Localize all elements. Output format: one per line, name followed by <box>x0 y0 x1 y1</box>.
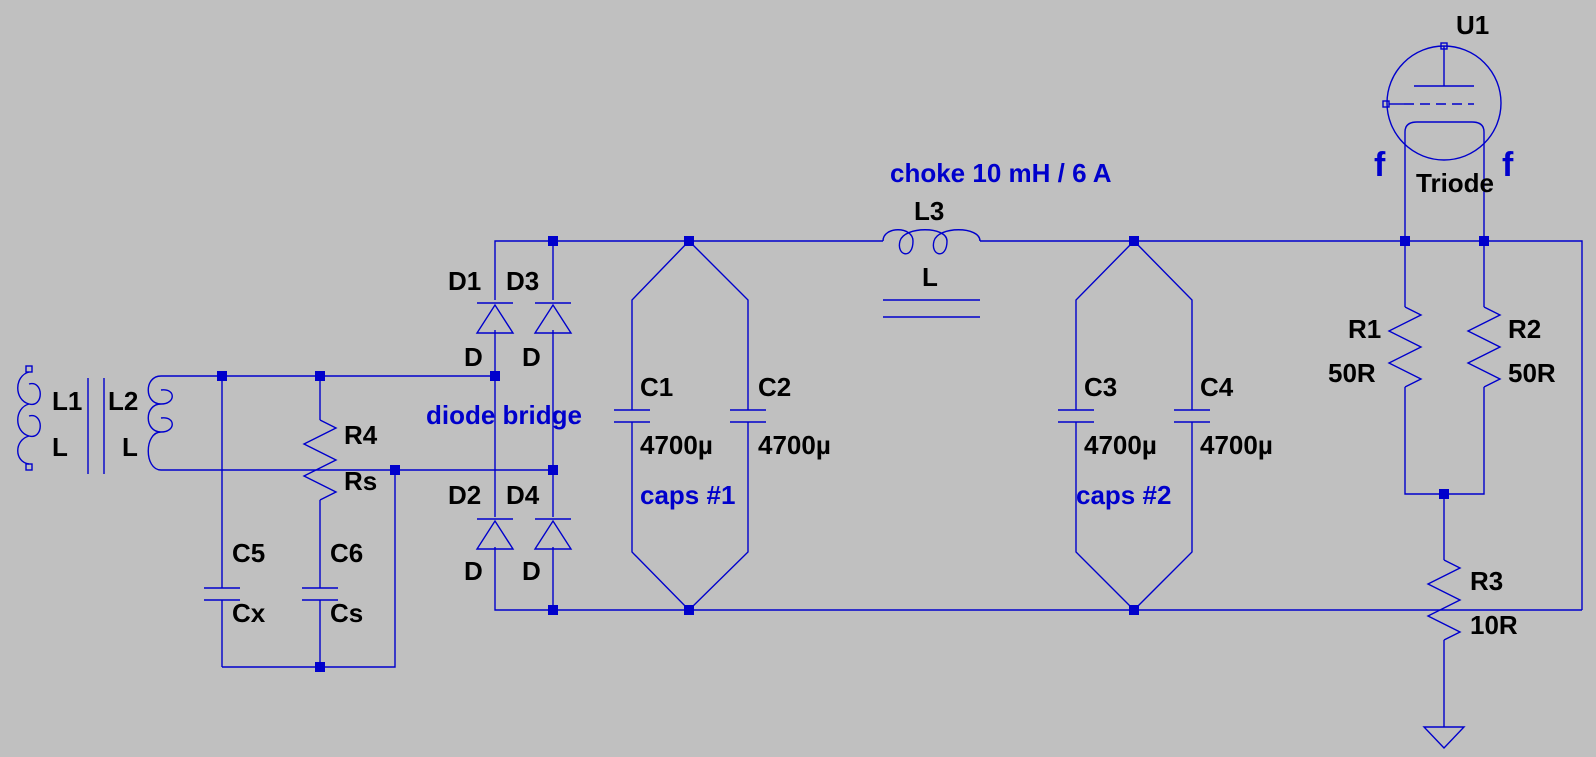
u1-triode[interactable] <box>1382 42 1502 241</box>
l1-terminal-bottom <box>25 463 33 471</box>
c3-capacitor[interactable] <box>1058 409 1094 423</box>
c5-capacitor[interactable] <box>204 587 240 601</box>
input-wires <box>161 375 553 668</box>
triode-grid-pin <box>1382 100 1390 108</box>
c1-capacitor[interactable] <box>614 409 650 423</box>
u1-name-label: U1 <box>1456 10 1489 40</box>
c2-value-label: 4700µ <box>758 430 831 460</box>
d1-diode[interactable] <box>475 302 515 334</box>
r4-name-label: R4 <box>344 420 378 450</box>
r3-name-label: R3 <box>1470 566 1503 596</box>
triode-filament <box>1404 121 1485 241</box>
r2-resistor[interactable] <box>1466 306 1502 388</box>
c1-value-label: 4700µ <box>640 430 713 460</box>
junction-dots <box>217 236 1489 672</box>
caps2-annotation: caps #2 <box>1076 480 1171 510</box>
c4-capacitor[interactable] <box>1174 409 1210 423</box>
l2-name-label: L2 <box>108 386 138 416</box>
l2-coil <box>147 375 173 471</box>
c4-name-label: C4 <box>1200 372 1234 402</box>
r1-resistor[interactable] <box>1387 306 1423 388</box>
rail-wires <box>553 240 1583 611</box>
c6-name-label: C6 <box>330 538 363 568</box>
c6-value-label: Cs <box>330 598 363 628</box>
l3-choke[interactable] <box>882 229 981 318</box>
d4-diode[interactable] <box>533 518 573 550</box>
l3-name-label: L3 <box>914 196 944 226</box>
filament-resistor-wires <box>1404 241 1485 727</box>
r2-value-label: 50R <box>1508 358 1556 388</box>
caps1-wires <box>631 240 749 611</box>
r3-resistor[interactable] <box>1426 559 1462 641</box>
d1-name-label: D1 <box>448 266 481 296</box>
d4-value-label: D <box>522 556 541 586</box>
c6-capacitor[interactable] <box>302 587 338 601</box>
c2-capacitor[interactable] <box>730 409 766 423</box>
r1-name-label: R1 <box>1348 314 1381 344</box>
d1-value-label: D <box>464 342 483 372</box>
u1-value-label: Triode <box>1416 168 1494 198</box>
d2-name-label: D2 <box>448 480 481 510</box>
caps2-wires <box>1075 240 1193 611</box>
r2-name-label: R2 <box>1508 314 1541 344</box>
c2-name-label: C2 <box>758 372 791 402</box>
c3-name-label: C3 <box>1084 372 1117 402</box>
c4-value-label: 4700µ <box>1200 430 1273 460</box>
l3-value-label: L <box>922 262 938 292</box>
d3-name-label: D3 <box>506 266 539 296</box>
l1-value-label: L <box>52 432 68 462</box>
bridge-wires <box>494 240 554 611</box>
r4-resistor[interactable] <box>302 419 338 501</box>
r4-value-label: Rs <box>344 466 377 496</box>
d3-value-label: D <box>522 342 541 372</box>
d3-diode[interactable] <box>533 302 573 334</box>
c5-value-label: Cx <box>232 598 266 628</box>
r3-value-label: 10R <box>1470 610 1518 640</box>
d4-name-label: D4 <box>506 480 540 510</box>
c1-name-label: C1 <box>640 372 673 402</box>
filament-right-label: f <box>1502 146 1514 184</box>
d2-value-label: D <box>464 556 483 586</box>
ground-symbol-icon <box>1422 726 1466 750</box>
c5-name-label: C5 <box>232 538 265 568</box>
filament-left-label: f <box>1374 146 1386 184</box>
l1-name-label: L1 <box>52 386 82 416</box>
c3-value-label: 4700µ <box>1084 430 1157 460</box>
l1-terminal-top <box>25 365 33 373</box>
transformer[interactable] <box>17 365 173 474</box>
l2-value-label: L <box>122 432 138 462</box>
r1-value-label: 50R <box>1328 358 1376 388</box>
l1-coil <box>17 371 41 465</box>
d2-diode[interactable] <box>475 518 515 550</box>
choke-annotation: choke 10 mH / 6 A <box>890 158 1112 188</box>
triode-plate-pin <box>1440 42 1448 50</box>
diode-bridge-annotation: diode bridge <box>426 400 582 430</box>
caps1-annotation: caps #1 <box>640 480 735 510</box>
